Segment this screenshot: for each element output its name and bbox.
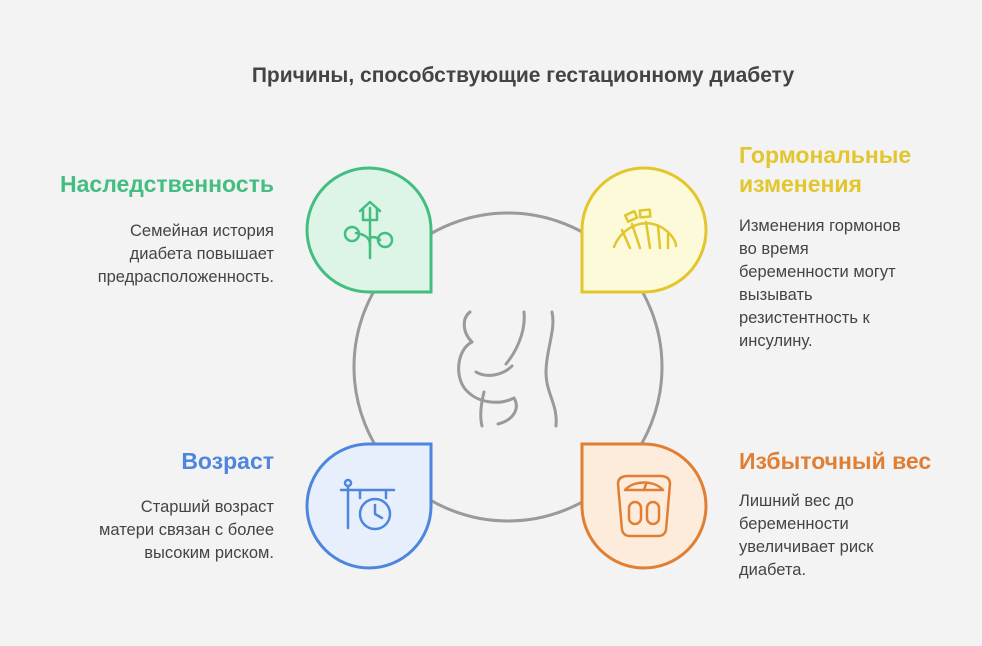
age-desc-line: матери связан с более [99,521,274,539]
roller-coaster-icon [612,208,678,250]
heredity-desc-line: предрасположенность. [97,268,274,286]
hormonal-heading: Гормональные изменения [739,141,969,199]
page-title: Причины, способствующие гестационному ди… [251,64,795,87]
hormonal-heading-line: Гормональные [739,142,912,168]
weight-scale-icon [616,474,672,538]
weight-desc-line: диабета. [739,561,807,579]
hormonal-desc-line: вызывать [739,286,813,304]
age-desc-line: Старший возраст [140,498,274,516]
family-tree-icon [343,200,394,260]
age-badge [305,442,433,570]
weight-heading: Избыточный вес [739,448,932,474]
heredity-desc-line: диабета повышает [129,245,274,263]
pregnant-belly-icon [457,310,558,428]
weight-description: Лишний вес до беременности увеличивает р… [739,490,969,582]
weight-desc-line: увеличивает риск [739,538,874,556]
heredity-heading: Наследственность [60,171,274,197]
time-clock-icon [339,478,396,531]
hormonal-desc-line: во время [739,240,809,258]
hormonal-desc-line: инсулину. [739,332,813,350]
hormonal-heading-line: изменения [739,171,862,197]
weight-desc-line: Лишний вес до [739,492,854,510]
age-desc-line: высоким риском. [144,544,274,562]
hormonal-badge [580,166,708,294]
hormonal-description: Изменения гормонов во время беременности… [739,215,969,353]
hormonal-desc-line: беременности могут [739,263,896,281]
weight-badge [580,442,708,570]
hormonal-desc-line: резистентность к [739,309,870,327]
weight-desc-line: беременности [739,515,849,533]
age-heading: Возраст [181,448,274,474]
heredity-desc-line: Семейная история [130,222,274,240]
central-ring [352,211,664,523]
age-description: Старший возраст матери связан с более вы… [20,496,274,565]
heredity-description: Семейная история диабета повышает предра… [20,220,274,289]
hormonal-desc-line: Изменения гормонов [739,217,901,235]
heredity-badge [305,166,433,294]
